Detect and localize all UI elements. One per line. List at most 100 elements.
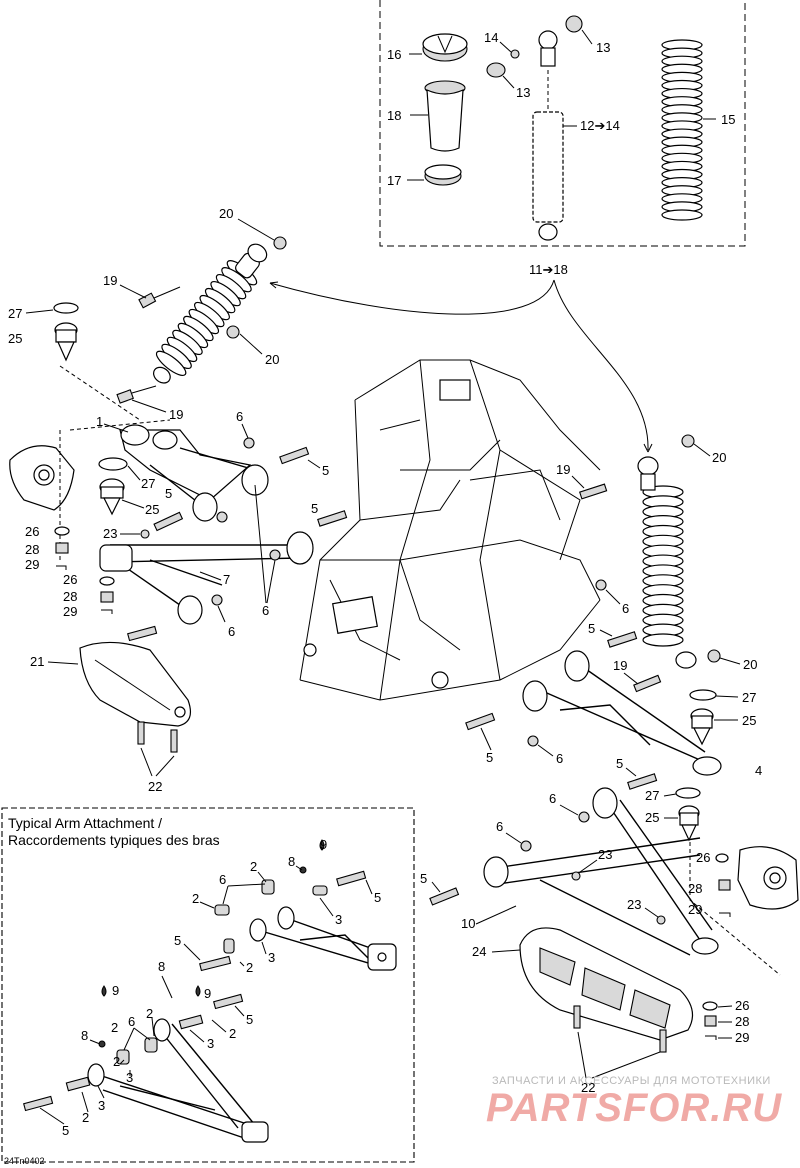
callout-6-c: 6 — [228, 624, 235, 639]
inset-callout-2-d: 2 — [146, 1006, 153, 1021]
inset-callout-2-h: 2 — [82, 1110, 89, 1125]
skid-plate-left — [79, 641, 191, 727]
callout-28-a: 28 — [25, 542, 39, 557]
callout-20-a: 20 — [219, 206, 233, 221]
callout-19-c: 19 — [556, 462, 570, 477]
callout-25-d: 25 — [645, 810, 659, 825]
spring-seat-part — [422, 33, 468, 62]
inset-callout-5-a: 5 — [374, 890, 381, 905]
bolt-5-c — [317, 510, 348, 527]
bolt-5-d — [127, 625, 158, 642]
nut-6-d — [211, 594, 223, 606]
spring-coil — [661, 209, 703, 221]
callout-27-b: 27 — [141, 476, 155, 491]
callout-6-g: 6 — [496, 819, 503, 834]
inset-callout-5-c: 5 — [246, 1012, 253, 1027]
callout-26-c: 26 — [696, 850, 710, 865]
callout-12-to-14: 12➔14 — [580, 118, 620, 133]
inset-callout-2-f: 2 — [229, 1026, 236, 1041]
right-lower-arm — [494, 799, 719, 956]
callout-22-a: 22 — [148, 779, 162, 794]
arrow-to-left-shock — [269, 279, 555, 315]
inset-callout-8-c: 8 — [81, 1028, 88, 1043]
callout-6-d: 6 — [622, 601, 629, 616]
callout-29-c: 29 — [688, 902, 702, 917]
shock-absorber-body — [532, 70, 564, 241]
callout-6-e: 6 — [556, 751, 563, 766]
bushing-right-lower-a — [483, 856, 509, 888]
callout-5-d: 5 — [588, 621, 595, 636]
ball-joint-left-upper — [53, 302, 79, 362]
inset-callout-2-b: 2 — [192, 891, 199, 906]
callout-27-c: 27 — [742, 690, 756, 705]
nut-20-right-top — [681, 434, 695, 448]
callout-15: 15 — [721, 112, 735, 127]
bolt-19-right-bottom — [633, 674, 662, 693]
left-shock-assembly — [153, 243, 268, 384]
skid-plate-right — [519, 927, 694, 1041]
inset-callout-6-a: 6 — [219, 872, 226, 887]
washer-26-c — [715, 853, 729, 863]
nut-6-b — [216, 511, 228, 523]
inset-callout-9-a: 9 — [320, 837, 327, 852]
ball-joint-left-lower — [98, 457, 128, 516]
inset-callout-6-b: 6 — [128, 1014, 135, 1029]
pin-29-b — [101, 609, 113, 614]
callout-25-b: 25 — [145, 502, 159, 517]
callout-23-b: 23 — [598, 847, 612, 862]
nut-6-e — [595, 579, 607, 591]
callout-28-b: 28 — [63, 589, 77, 604]
sleeve-part — [424, 80, 466, 152]
shock-bushings — [486, 15, 583, 78]
inset-callout-3-d: 3 — [126, 1070, 133, 1085]
inset-callout-3-e: 3 — [98, 1098, 105, 1113]
callout-21: 21 — [30, 654, 44, 669]
coil-spring-part — [661, 39, 703, 221]
spring-coil — [642, 633, 684, 647]
nut-23-a — [140, 529, 150, 539]
callout-20-d: 20 — [743, 657, 757, 672]
bolt-5-g — [627, 773, 658, 790]
inset-callout-8-a: 8 — [288, 854, 295, 869]
left-lower-arm — [99, 544, 301, 613]
inset-callout-5-b: 5 — [174, 933, 181, 948]
callout-13-bottom: 13 — [516, 85, 530, 100]
callout-19-b: 19 — [169, 407, 183, 422]
callout-29-d: 29 — [735, 1030, 749, 1045]
nut-20-top — [273, 236, 287, 250]
callout-6-a: 6 — [236, 409, 243, 424]
bushing-left-lower-b — [177, 595, 203, 625]
bushing-right-upper-b — [564, 650, 590, 682]
callout-29-a: 29 — [25, 557, 39, 572]
bolt-19-top — [138, 292, 157, 309]
bolt-19-low — [116, 389, 134, 404]
nut-28-c — [718, 879, 731, 891]
inset-callout-2-g: 2 — [113, 1054, 120, 1069]
callout-1: 1 — [96, 414, 103, 429]
bolt-5-h — [429, 887, 460, 906]
inset-callout-8-b: 8 — [158, 959, 165, 974]
callout-26-b: 26 — [63, 572, 77, 587]
bolt-22-a — [137, 721, 145, 745]
drawing-reference: 24Tn0402 — [4, 1156, 45, 1166]
callout-7: 7 — [223, 572, 230, 587]
callout-13-top: 13 — [596, 40, 610, 55]
collar-part — [424, 164, 462, 186]
callout-25-c: 25 — [742, 713, 756, 728]
callout-25-a: 25 — [8, 331, 22, 346]
bolt-5-b — [153, 511, 184, 532]
pin-29-c — [719, 912, 731, 917]
bolt-22-c — [573, 1005, 581, 1029]
callout-27-a: 27 — [8, 306, 22, 321]
callout-18: 18 — [387, 108, 401, 123]
left-upper-arm — [119, 424, 256, 509]
callout-14: 14 — [484, 30, 498, 45]
inset-callout-3-c: 3 — [207, 1036, 214, 1051]
callout-5-c: 5 — [311, 501, 318, 516]
bushing-left-lower-a — [286, 531, 314, 565]
callout-24: 24 — [472, 944, 486, 959]
callout-5-e: 5 — [486, 750, 493, 765]
pin-29-a — [56, 565, 67, 570]
callout-19-d: 19 — [613, 658, 627, 673]
callout-16: 16 — [387, 47, 401, 62]
